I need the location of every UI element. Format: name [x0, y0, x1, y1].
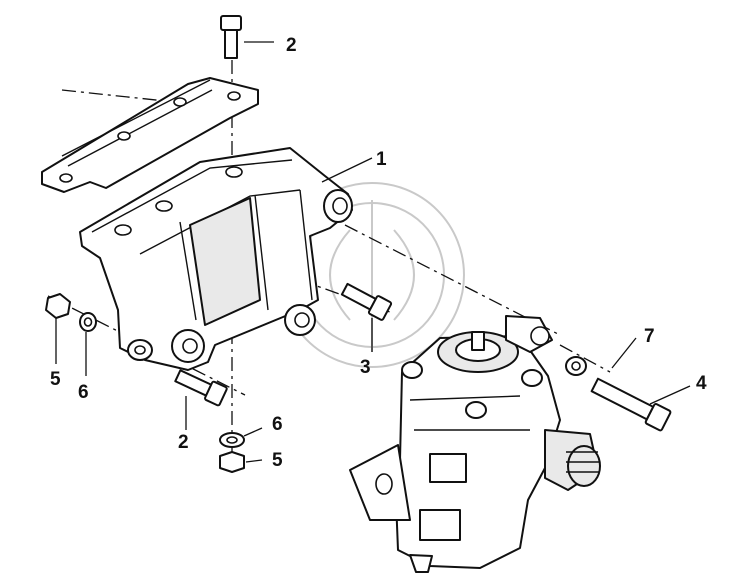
main-bracket [79, 147, 353, 371]
washer-right [565, 356, 587, 376]
nut-bottom [219, 451, 245, 473]
callout-6-bottom: 6 [272, 414, 283, 435]
callout-1: 1 [376, 149, 387, 170]
bolt-center [340, 282, 393, 321]
callout-2-lower: 2 [178, 432, 189, 453]
callout-2-top: 2 [286, 35, 297, 56]
callout-5-bottom: 5 [272, 450, 283, 471]
leader-lines [55, 41, 691, 463]
washer-left [79, 312, 97, 332]
bracket-plate [41, 77, 259, 193]
callout-4: 4 [696, 373, 707, 394]
bolt-long [590, 377, 672, 432]
nut-left [45, 293, 71, 319]
callout-3: 3 [360, 357, 371, 378]
bolt-lower [174, 369, 228, 407]
washer-bottom [219, 432, 245, 448]
steering-gear [349, 315, 601, 573]
callout-5-left: 5 [50, 369, 61, 390]
callout-6-left: 6 [78, 382, 89, 403]
bolt-top [220, 15, 242, 59]
callout-7: 7 [644, 326, 655, 347]
